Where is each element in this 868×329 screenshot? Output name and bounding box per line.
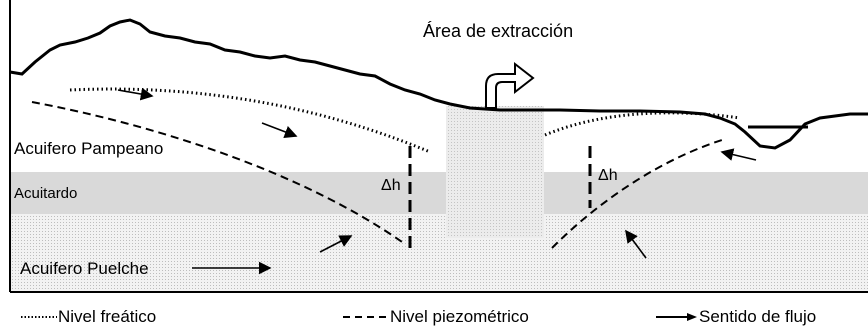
flow-arrow-3 xyxy=(319,235,353,253)
legend-flow-label: Sentido de flujo xyxy=(699,307,817,326)
legend-piezometric-label: Nivel piezométrico xyxy=(390,307,529,326)
acuitardo-layer xyxy=(10,172,868,214)
legend-piezometric: Nivel piezométrico xyxy=(342,306,529,328)
piezometric-left xyxy=(31,101,406,245)
flow-arrow-2 xyxy=(261,122,298,138)
extraction-area-label: Área de extracción xyxy=(423,21,573,41)
flow-arrow-6 xyxy=(625,229,647,259)
extraction-zone xyxy=(446,106,544,238)
puelche-layer xyxy=(10,214,868,292)
pampeano-label: Acuifero Pampeano xyxy=(14,139,163,158)
legend-flow: Sentido de flujo xyxy=(655,306,816,328)
water-table-left xyxy=(69,87,431,154)
dotted-line-icon xyxy=(21,316,57,318)
puelche-label: Acuifero Puelche xyxy=(20,259,149,278)
extraction-arrow-icon xyxy=(485,61,535,109)
acuitardo-label: Acuitardo xyxy=(14,185,77,202)
legend-water-table-label: Nivel freático xyxy=(58,307,157,326)
flow-arrow-1 xyxy=(117,87,154,101)
legend-water-table: Nivel freático xyxy=(20,306,156,328)
delta-h-left-label: Δh xyxy=(381,177,401,194)
water-table-right xyxy=(544,111,741,137)
flow-arrow-5 xyxy=(720,148,757,161)
delta-h-right-label: Δh xyxy=(598,167,618,184)
arrow-icon xyxy=(656,313,697,321)
terrain-surface xyxy=(9,18,868,150)
dashed-line-icon xyxy=(343,316,386,318)
